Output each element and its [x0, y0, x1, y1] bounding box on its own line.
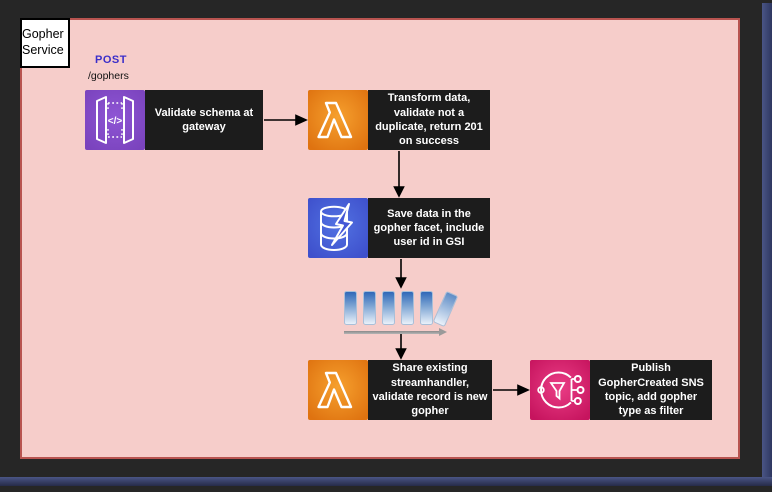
- lambda-icon: [308, 90, 368, 150]
- node-label: Transform data, validate not a duplicate…: [368, 90, 490, 150]
- node-label: Share existing streamhandler, validate r…: [368, 360, 492, 420]
- container-title-label: Gopher Service: [22, 27, 64, 57]
- api-gateway-icon: </>: [85, 90, 145, 150]
- sns-icon: [530, 360, 590, 420]
- stream-record: [382, 291, 395, 325]
- vertical-scrollbar[interactable]: [762, 3, 772, 486]
- node-dynamodb[interactable]: Save data in the gopher facet, include u…: [308, 198, 490, 258]
- dynamodb-stream-icon[interactable]: [344, 289, 466, 339]
- horizontal-scrollbar[interactable]: [0, 477, 772, 486]
- stream-record: [401, 291, 414, 325]
- lambda-icon: [308, 360, 368, 420]
- node-label: Validate schema at gateway: [145, 90, 263, 150]
- stream-rail-arrowhead: [439, 328, 447, 336]
- endpoint-path-label: /gophers: [88, 70, 129, 82]
- endpoint-method-label: POST: [95, 54, 127, 66]
- stream-rail: [344, 331, 440, 334]
- node-label: Save data in the gopher facet, include u…: [368, 198, 490, 258]
- node-api-gateway[interactable]: </> Validate schema at gateway: [85, 90, 263, 150]
- dynamodb-icon: [308, 198, 368, 258]
- stream-record: [344, 291, 357, 325]
- stream-record-tilted: [432, 290, 459, 328]
- container-title[interactable]: Gopher Service: [20, 18, 70, 68]
- node-sns[interactable]: Publish GopherCreated SNS topic, add gop…: [530, 360, 712, 420]
- node-lambda-transform[interactable]: Transform data, validate not a duplicate…: [308, 90, 490, 150]
- node-lambda-streamhandler[interactable]: Share existing streamhandler, validate r…: [308, 360, 492, 420]
- node-label: Publish GopherCreated SNS topic, add gop…: [590, 360, 712, 420]
- stream-record: [420, 291, 433, 325]
- stream-record: [363, 291, 376, 325]
- code-glyph: </>: [108, 116, 123, 127]
